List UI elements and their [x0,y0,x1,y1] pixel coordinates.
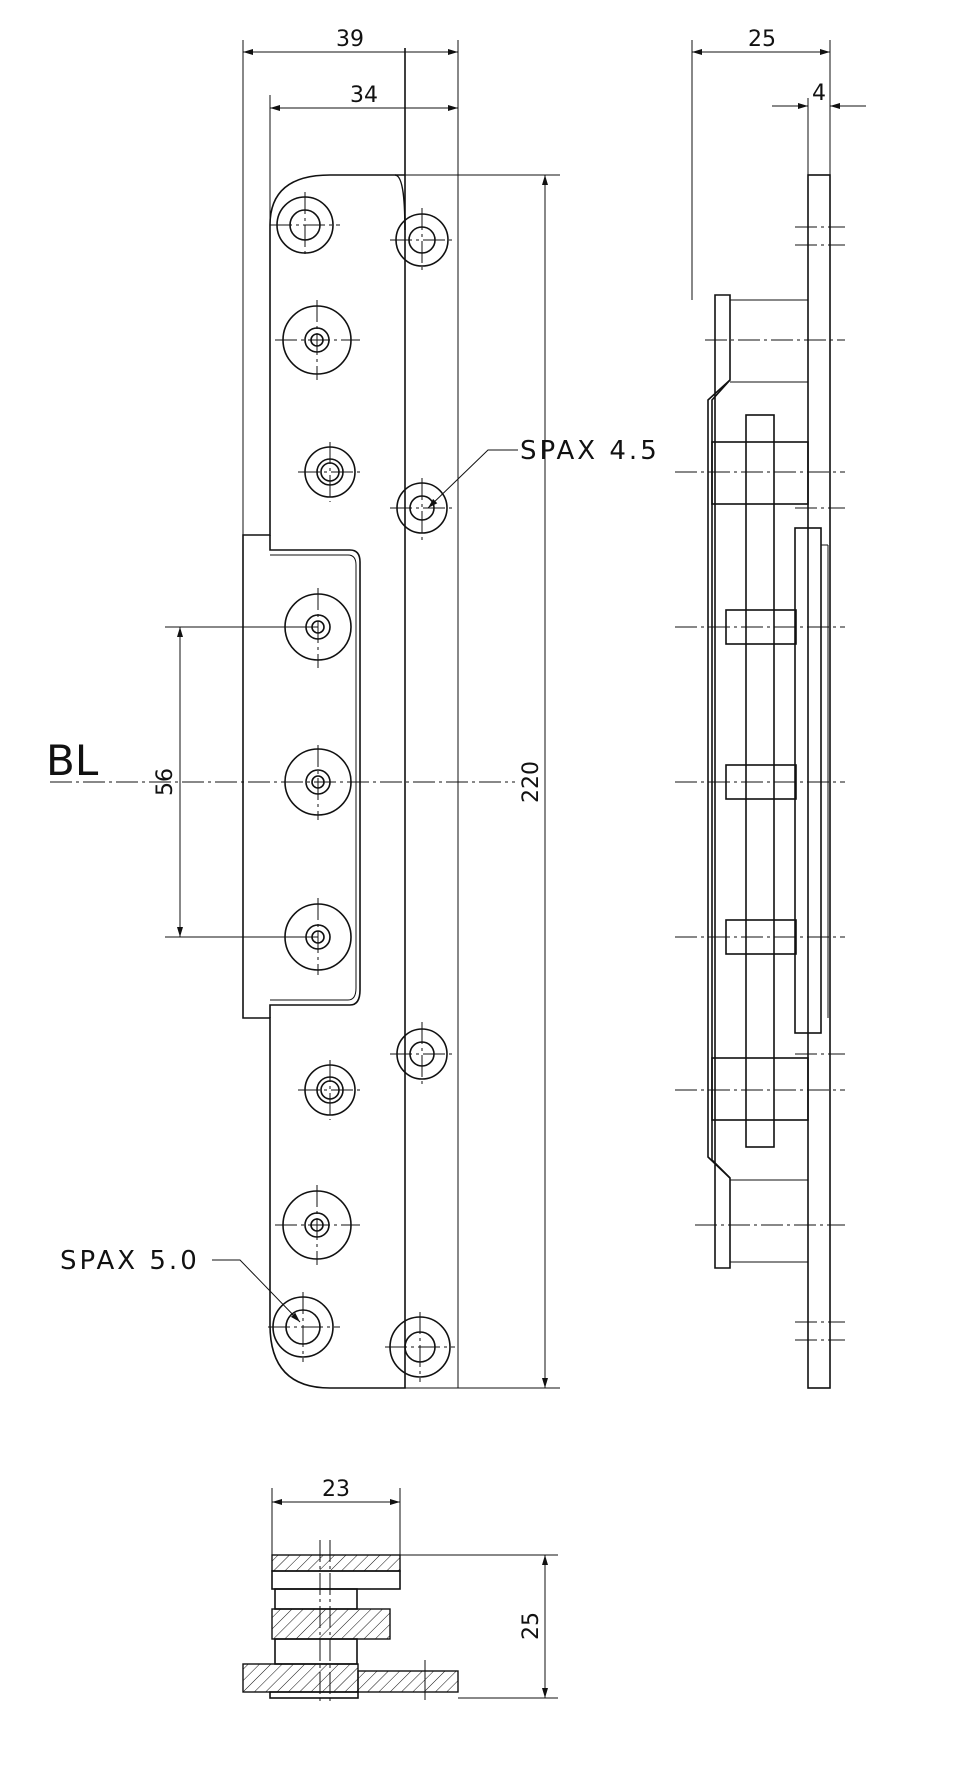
screw-hole [284,588,352,668]
screw-hole [390,478,455,540]
section-lower-right [357,1670,459,1693]
screw-hole [390,1022,455,1088]
section-top-plate [271,1554,401,1572]
dim-25-bottom-label: 25 [519,1612,544,1640]
section-lower-left [242,1663,359,1693]
front-view: 39 34 220 56 BL SPAX 4.5 SPAX 5.0 [46,27,660,1389]
spax-45-label: SPAX 4.5 [520,436,660,466]
bottom-section-view: 23 25 [242,1477,558,1705]
dim-56-label: 56 [153,768,178,796]
spax-45-leader [427,449,518,509]
flange-outline [269,535,361,1018]
side-center-bar [745,414,775,1148]
dim-4-label: 4 [812,81,826,106]
dim-220-label: 220 [519,761,544,803]
screw-hole [298,442,362,502]
dim-34-label: 34 [350,83,378,108]
side-right-bar [794,527,822,1034]
dim-23-label: 23 [322,1477,350,1502]
screw-holes [268,192,455,1382]
side-view: 25 4 [675,27,866,1389]
screw-hole [385,1312,455,1382]
spax-50-label: SPAX 5.0 [60,1246,200,1276]
screw-hole [390,208,455,272]
dim-39-label: 39 [336,27,364,52]
screw-hole [275,1185,360,1265]
hinge-plate-outline [242,48,406,1389]
screw-hole [270,192,340,258]
spax-50-leader [212,1259,301,1323]
dim-25-side-label: 25 [748,27,776,52]
screw-hole [268,1292,340,1362]
screw-hole [298,1060,362,1120]
section-mid-plate [271,1608,391,1640]
screw-hole [275,300,360,380]
bl-label: BL [46,736,99,785]
side-knuckle-outline [707,294,731,1269]
